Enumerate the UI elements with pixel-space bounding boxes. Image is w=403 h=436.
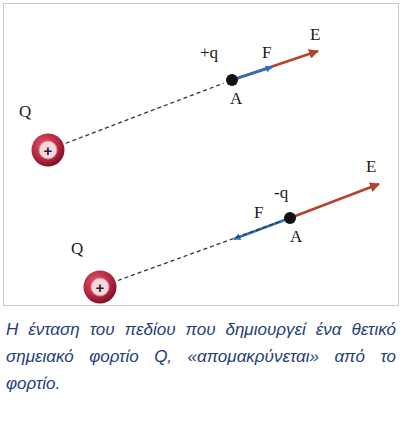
point-marker [226,74,238,86]
charge-name: Q [71,240,83,257]
sphere-body [84,271,117,304]
figure-frame [4,4,399,306]
field-label: E [366,158,376,175]
source-charge: Q+ [31,133,65,167]
charge-name: -q [274,184,288,201]
charge-sign: + [83,270,117,304]
point-name: A [230,90,242,107]
field-vector [232,51,318,80]
sphere-body [32,134,65,167]
force-label: F [254,204,263,221]
force-vector [232,67,272,80]
test-point: -qA [284,212,296,224]
point-marker [284,212,296,224]
charge-sign: + [31,133,65,167]
distance-line [118,221,282,280]
charge-name: Q [19,103,31,120]
field-label: E [310,26,320,43]
point-dot [284,212,296,224]
charge-name: +q [200,44,218,61]
force-vector [234,218,290,239]
test-point: +qA [226,74,238,86]
figure-caption: Η ένταση του πεδίου που δημιουργεί ένα θ… [6,316,396,397]
force-label: F [262,44,271,61]
field-vector [290,184,379,218]
distance-line [66,83,224,143]
source-charge: Q+ [83,270,117,304]
point-name: A [290,228,302,245]
point-dot [226,74,238,86]
